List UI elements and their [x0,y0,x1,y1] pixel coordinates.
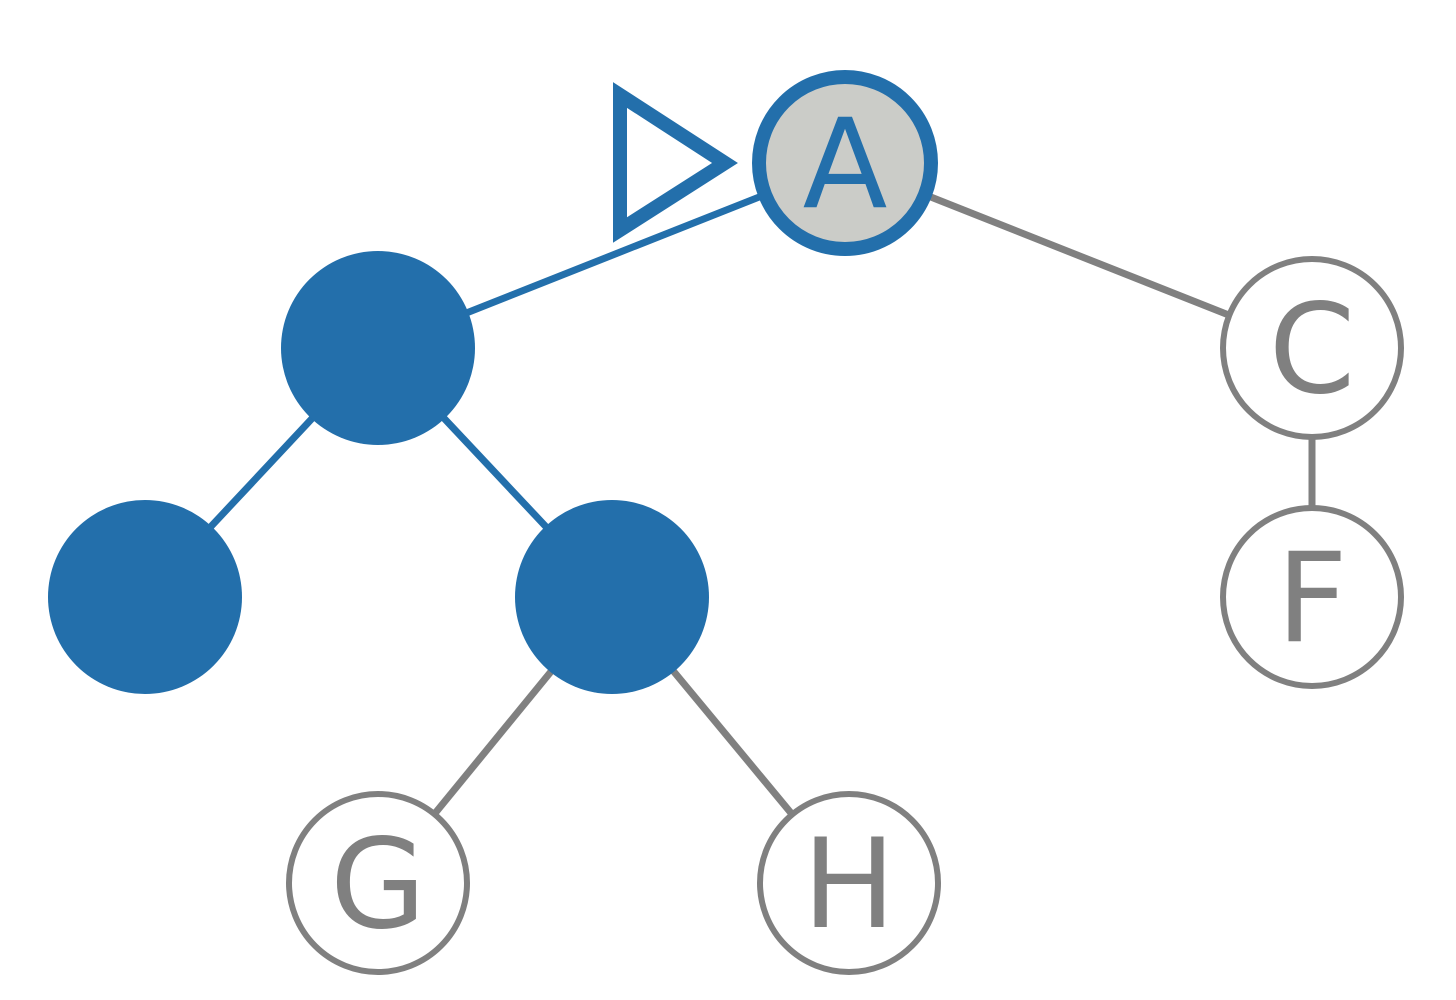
node-circle [286,791,470,975]
tree-node-g: G [286,791,470,975]
tree-node-h: H [757,791,941,975]
node-label: G [330,813,426,957]
nodes-layer: A CF G H [48,70,1404,975]
tree-node-e [515,500,709,694]
node-circle [48,500,242,694]
node-circle [1220,256,1404,440]
tree-node-b [281,251,475,445]
node-circle [1220,505,1404,689]
node-circle [515,500,709,694]
node-label: C [1269,278,1356,422]
node-circle [757,791,941,975]
pointer-layer [613,82,738,243]
triangle-pointer-icon [613,82,738,243]
node-label: A [803,93,888,237]
node-label: H [802,813,895,957]
tree-node-d [48,500,242,694]
node-circle [281,251,475,445]
tree-node-f: F [1220,505,1404,689]
tree-node-a: A [752,70,938,256]
tree-node-c: C [1220,256,1404,440]
node-label: F [1276,527,1347,671]
node-circle [752,70,938,256]
